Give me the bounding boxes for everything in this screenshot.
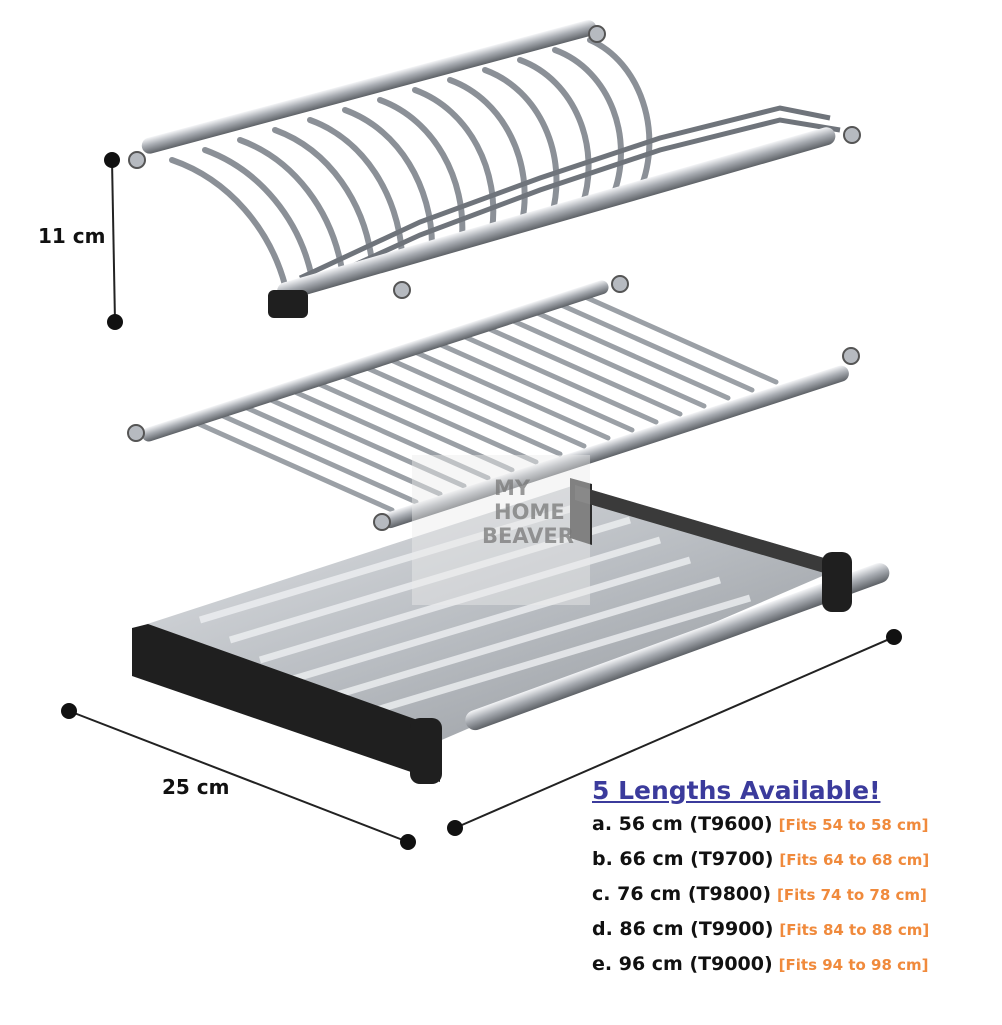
length-option-label: e. 96 cm (T9000) xyxy=(592,953,773,975)
drip-tray-front-cap xyxy=(410,718,442,784)
plate-rack-front-wires xyxy=(298,105,841,293)
depth-label: 25 cm xyxy=(162,775,230,799)
plate-rack-knob-front-right xyxy=(843,126,861,144)
length-option: d. 86 cm (T9900) [Fits 84 to 88 cm] xyxy=(592,918,992,953)
height-dimension xyxy=(104,152,123,330)
drying-rack-knob-left xyxy=(127,424,145,442)
watermark-line-1: MY xyxy=(494,476,531,500)
watermark-line-3: BEAVER xyxy=(482,524,574,548)
length-option-fits: [Fits 64 to 68 cm] xyxy=(779,851,930,869)
length-option: a. 56 cm (T9600) [Fits 54 to 58 cm] xyxy=(592,813,992,848)
plate-rack-end-cap xyxy=(268,290,308,318)
drip-tray-back-wall xyxy=(575,485,848,580)
drying-rack-knob-front-left xyxy=(373,513,391,531)
lengths-panel: 5 Lengths Available! a. 56 cm (T9600) [Fi… xyxy=(592,776,992,988)
length-option: b. 66 cm (T9700) [Fits 64 to 68 cm] xyxy=(592,848,992,883)
length-dimension xyxy=(447,629,902,836)
drip-tray xyxy=(132,478,890,784)
watermark: MY HOME BEAVER xyxy=(412,455,590,605)
plate-rack-front-bar xyxy=(277,127,836,301)
length-option-fits: [Fits 74 to 78 cm] xyxy=(777,886,927,904)
length-option-label: a. 56 cm (T9600) xyxy=(592,813,773,835)
drying-rack-knob-front-right xyxy=(842,347,860,365)
plate-rack xyxy=(128,20,861,318)
height-label: 11 cm xyxy=(38,224,106,248)
plate-rack-knob-right xyxy=(588,25,606,43)
drip-tray-pan xyxy=(135,485,848,745)
watermark-line-2: HOME xyxy=(494,500,565,524)
length-option-label: c. 76 cm (T9800) xyxy=(592,883,772,905)
length-option-fits: [Fits 94 to 98 cm] xyxy=(778,956,929,974)
drip-tray-ridges xyxy=(198,496,752,722)
drying-rack-knob-right xyxy=(611,275,629,293)
height-dimension-bottom-dot xyxy=(107,314,123,330)
drip-tray-side-bar xyxy=(465,563,890,731)
drip-tray-corner-cap xyxy=(822,552,852,612)
lengths-title: 5 Lengths Available! xyxy=(592,776,881,805)
depth-dimension-end-dot xyxy=(400,834,416,850)
length-option: e. 96 cm (T9000) [Fits 94 to 98 cm] xyxy=(592,953,992,988)
length-dimension-start-dot xyxy=(447,820,463,836)
length-option: c. 76 cm (T9800) [Fits 74 to 78 cm] xyxy=(592,883,992,918)
plate-rack-knob-front-left xyxy=(393,281,411,299)
plate-rack-back-bar xyxy=(141,20,597,154)
plate-rack-knob-left xyxy=(128,151,146,169)
drying-rack-back-bar xyxy=(141,280,609,442)
length-option-fits: [Fits 84 to 88 cm] xyxy=(779,921,930,939)
drying-rack-front-bar xyxy=(382,365,849,529)
length-option-label: b. 66 cm (T9700) xyxy=(592,848,774,870)
length-option-label: d. 86 cm (T9900) xyxy=(592,918,774,940)
depth-dimension xyxy=(61,703,416,850)
length-option-fits: [Fits 54 to 58 cm] xyxy=(778,816,929,834)
height-dimension-top-dot xyxy=(104,152,120,168)
drying-rack-wires xyxy=(187,289,779,513)
plate-rack-wires xyxy=(169,37,653,288)
length-dimension-end-dot xyxy=(886,629,902,645)
depth-dimension-start-dot xyxy=(61,703,77,719)
drip-tray-front-frame xyxy=(132,624,440,782)
drying-rack xyxy=(127,275,860,531)
